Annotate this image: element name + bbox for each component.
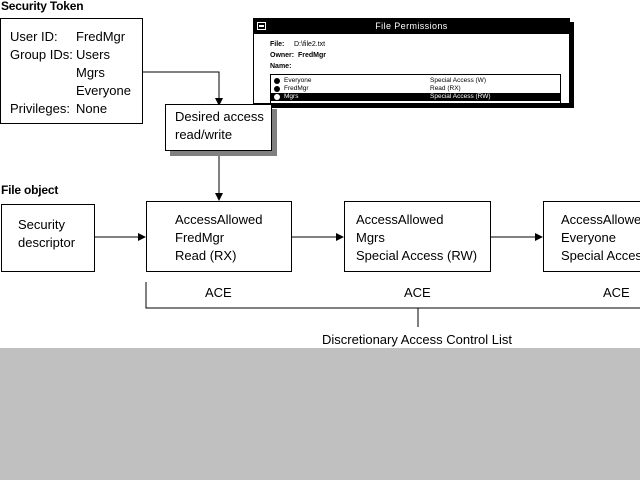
permission-name: Everyone	[284, 77, 312, 84]
permission-access: Special Access (W)	[430, 77, 486, 84]
arrow-head	[138, 233, 146, 241]
security-token-box: User ID: FredMgr Group IDs: Users Mgrs E…	[0, 18, 143, 124]
permission-access: Read (RX)	[430, 85, 461, 92]
owner-value: FredMgr	[298, 52, 326, 59]
group-id-item: Mgrs	[76, 65, 105, 80]
arrow-head	[215, 98, 223, 106]
file-permissions-window: File Permissions File: D:\file2.txt Owne…	[253, 18, 570, 104]
file-label: File:	[270, 41, 285, 48]
group-id-item: Everyone	[76, 83, 131, 98]
group-icon	[274, 94, 280, 100]
file-object-heading: File object	[1, 183, 59, 197]
arrow-head	[215, 193, 223, 201]
ace-box: AccessAllowed Everyone Special Access (W…	[543, 201, 640, 272]
name-label: Name:	[270, 63, 292, 70]
user-icon	[274, 86, 280, 92]
permission-name: FredMgr	[284, 85, 309, 92]
privileges-value: None	[76, 101, 108, 116]
ace-label: ACE	[603, 285, 630, 300]
arrow-head	[336, 233, 344, 241]
ace-access: Special Access (RW)	[356, 248, 478, 263]
ace-box: AccessAllowed FredMgr Read (RX)	[146, 201, 292, 272]
ace-who: Mgrs	[356, 230, 385, 245]
permission-row[interactable]: FredMgr Read (RX)	[271, 85, 560, 93]
ace-box: AccessAllowed Mgrs Special Access (RW)	[344, 201, 491, 272]
desired-access-line1: Desired access	[175, 109, 264, 124]
ace-type: AccessAllowed	[356, 212, 444, 227]
file-permissions-title: File Permissions	[375, 21, 448, 31]
empty-gray-area	[0, 348, 640, 480]
security-descriptor-box: Security descriptor	[1, 204, 95, 272]
desired-access-line2: read/write	[175, 127, 233, 142]
ace-label: ACE	[404, 285, 431, 300]
user-id-label: User ID:	[10, 29, 58, 44]
ace-access: Special Access (W)	[561, 248, 640, 263]
ace-label: ACE	[205, 285, 232, 300]
ace-type: AccessAllowed	[561, 212, 640, 227]
security-descriptor-line2: descriptor	[18, 235, 76, 250]
ace-who: FredMgr	[175, 230, 225, 245]
arrow-head	[535, 233, 543, 241]
permission-row[interactable]: Everyone Special Access (W)	[271, 77, 560, 85]
ace-who: Everyone	[561, 230, 616, 245]
permission-row-selected[interactable]: Mgrs Special Access (RW)	[271, 93, 560, 101]
group-id-item: Users	[76, 47, 110, 62]
group-ids-label: Group IDs:	[10, 47, 73, 62]
system-menu-icon[interactable]	[257, 22, 266, 30]
permission-access: Special Access (RW)	[430, 93, 491, 100]
user-id-value: FredMgr	[76, 29, 126, 44]
token-to-access-line	[142, 71, 220, 98]
desired-access-box: Desired access read/write	[165, 104, 272, 151]
privileges-label: Privileges:	[10, 101, 70, 116]
file-permissions-titlebar: File Permissions	[254, 19, 569, 34]
group-icon	[274, 78, 280, 84]
file-value: D:\file2.txt	[294, 41, 326, 48]
permissions-list[interactable]: Everyone Special Access (W) FredMgr Read…	[270, 74, 561, 104]
ace-type: AccessAllowed	[175, 212, 263, 227]
security-token-heading: Security Token	[1, 0, 84, 13]
ace-access: Read (RX)	[175, 248, 237, 263]
owner-label: Owner:	[270, 52, 295, 59]
security-descriptor-line1: Security	[18, 217, 65, 232]
dacl-bracket	[145, 282, 640, 309]
permission-name: Mgrs	[284, 93, 299, 100]
dacl-label: Discretionary Access Control List	[322, 332, 513, 347]
